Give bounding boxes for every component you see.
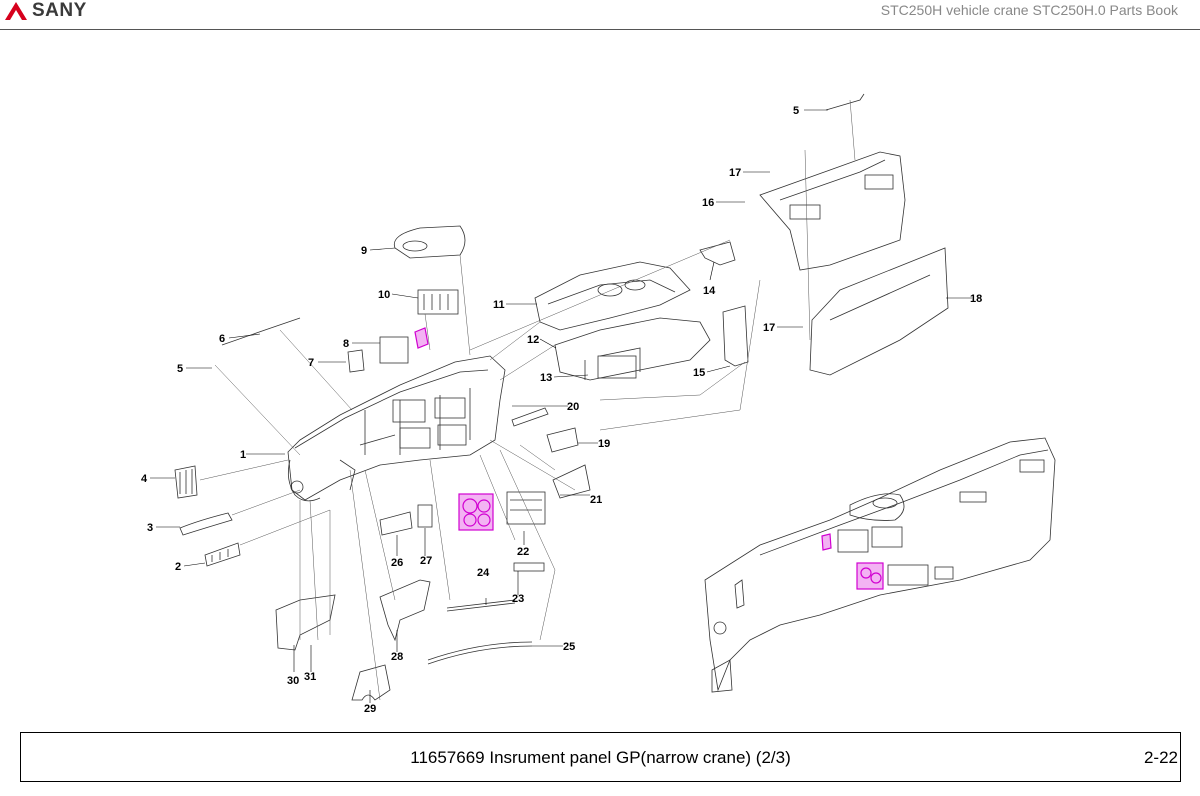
callout-26: 26: [391, 557, 403, 569]
callout-18: 18: [970, 293, 982, 305]
callout-1: 1: [240, 449, 246, 461]
callout-17-top: 17: [729, 167, 741, 179]
callout-25: 25: [563, 641, 575, 653]
drawing-title: 11657669 Insrument panel GP(narrow crane…: [410, 748, 791, 767]
callout-30: 30: [287, 675, 299, 687]
callout-2: 2: [175, 561, 181, 573]
callout-31: 31: [304, 671, 316, 683]
callout-19: 19: [598, 438, 610, 450]
callout-16: 16: [702, 197, 714, 209]
page-header: SANY STC250H vehicle crane STC250H.0 Par…: [0, 0, 1200, 30]
sany-logo-icon: [5, 2, 27, 20]
page-number: 2-22: [1143, 748, 1178, 767]
title-block: 11657669 Insrument panel GP(narrow crane…: [20, 732, 1181, 782]
callout-7: 7: [308, 357, 314, 369]
highlighted-parts: [414, 327, 884, 590]
callout-28: 28: [391, 651, 403, 663]
callout-12: 12: [527, 334, 539, 346]
callout-leaders: [150, 109, 972, 703]
callout-3: 3: [147, 522, 153, 534]
callout-9: 9: [361, 245, 367, 257]
exploded-parts-drawing: 1 2 3 4 5 5 6 7 8 9 10 11 12 13 14 15 16…: [141, 93, 1056, 715]
callout-11: 11: [493, 299, 505, 311]
callout-5-right: 5: [793, 105, 799, 117]
callout-14: 14: [703, 285, 716, 297]
drawing-linework: [174, 93, 1056, 701]
book-title: STC250H vehicle crane STC250H.0 Parts Bo…: [880, 2, 1178, 18]
callout-13: 13: [540, 372, 552, 384]
sany-logo: SANY: [4, 0, 87, 22]
callout-17-bottom: 17: [763, 322, 775, 334]
header-divider: [0, 29, 1200, 30]
callout-6: 6: [219, 333, 225, 345]
callout-21: 21: [590, 494, 602, 506]
callout-4: 4: [141, 473, 148, 485]
callout-8: 8: [343, 338, 349, 350]
callout-24: 24: [477, 567, 490, 579]
callout-10: 10: [378, 289, 390, 301]
callout-27: 27: [420, 555, 432, 567]
callout-20: 20: [567, 401, 579, 413]
callout-29: 29: [364, 703, 376, 715]
callout-23: 23: [512, 593, 524, 605]
part-callouts: 1 2 3 4 5 5 6 7 8 9 10 11 12 13 14 15 16…: [141, 105, 982, 715]
brand-name: SANY: [32, 0, 87, 21]
callout-22: 22: [517, 546, 529, 558]
callout-5-left: 5: [177, 363, 183, 375]
callout-15: 15: [693, 367, 705, 379]
